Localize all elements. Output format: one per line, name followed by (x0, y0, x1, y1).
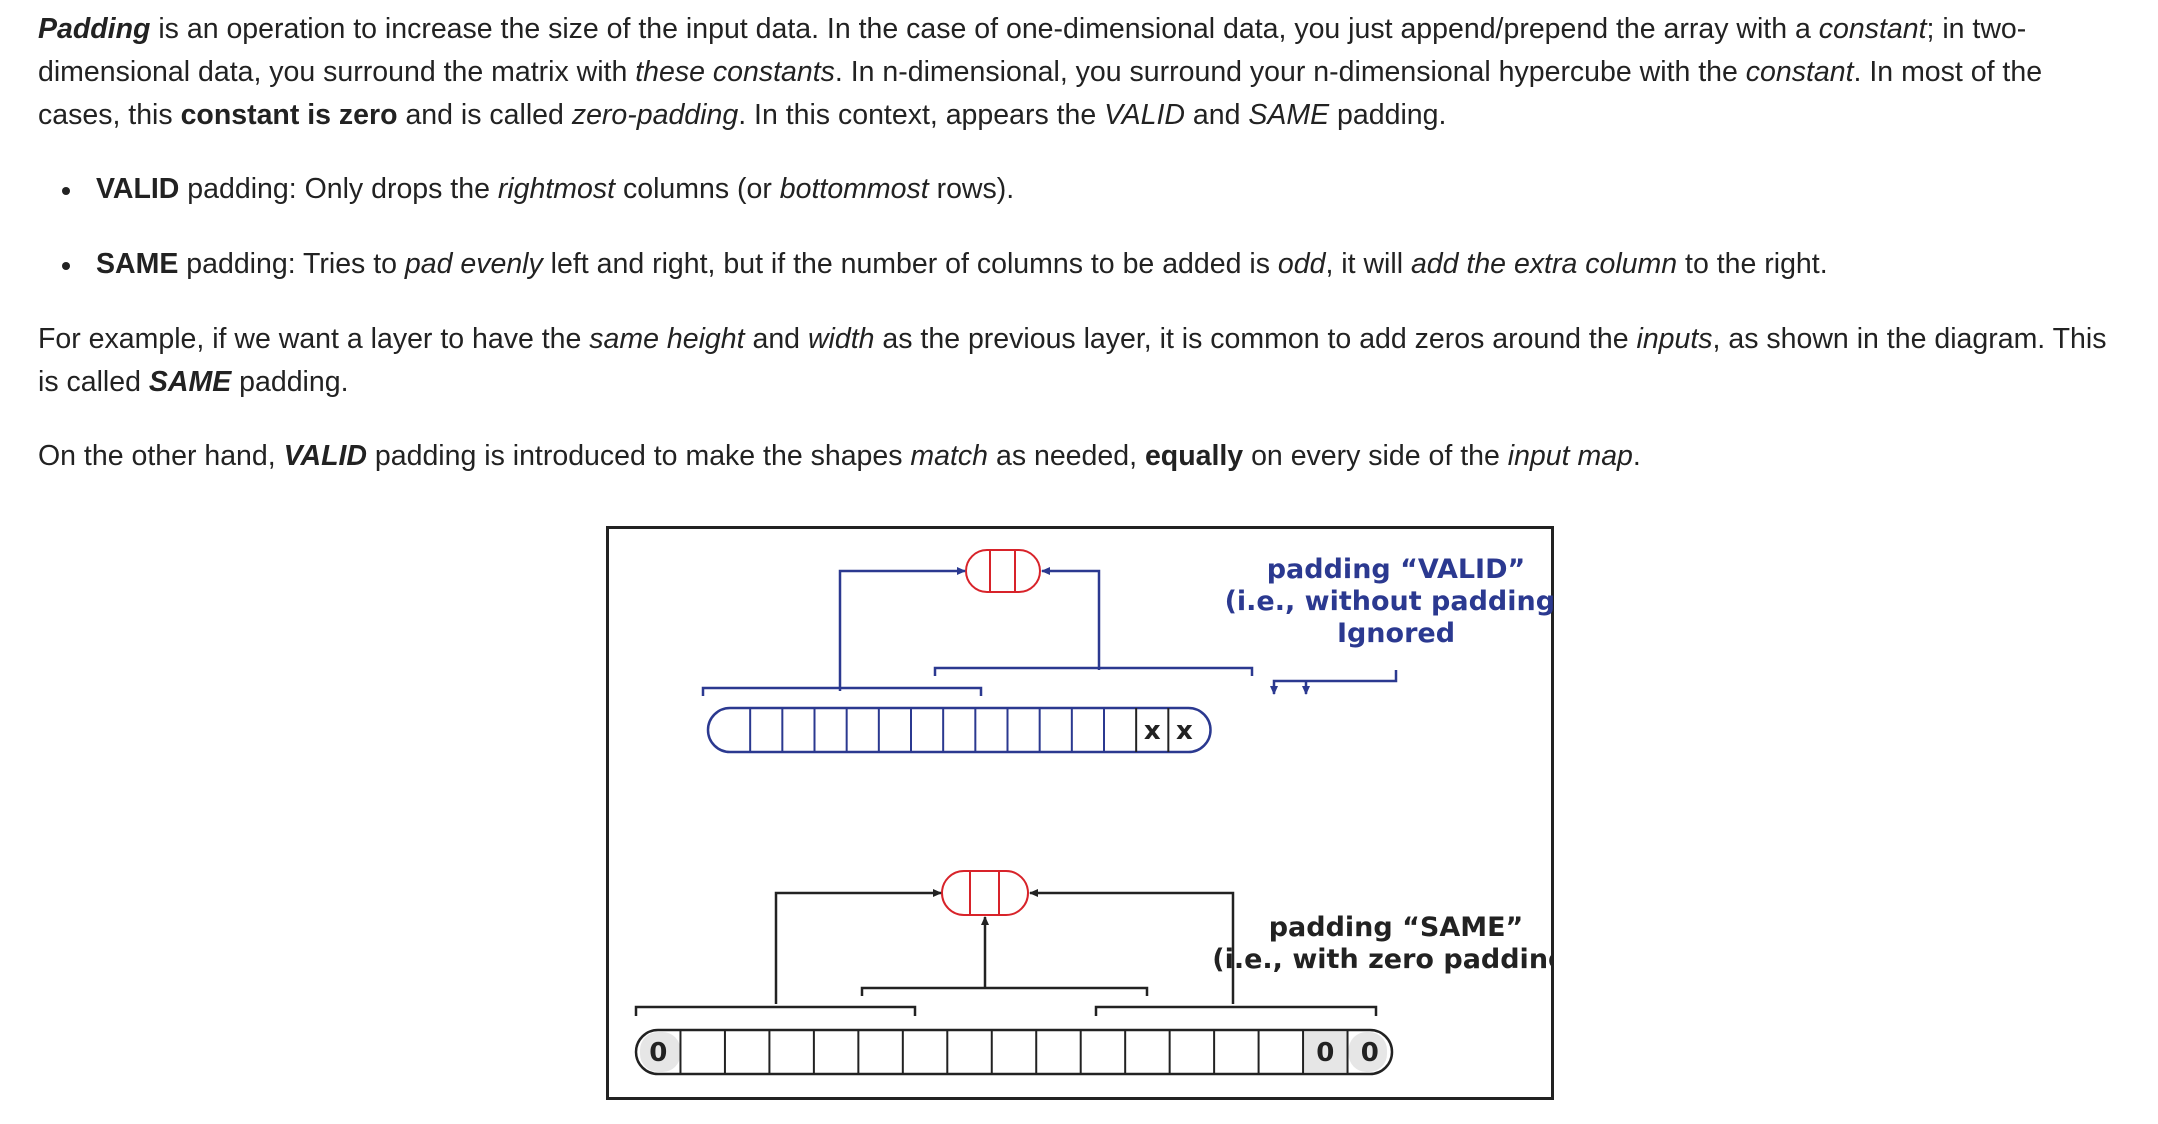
ignored-pointer-arrow (1270, 670, 1398, 695)
text-span: left and right, but if the number of col… (542, 248, 1278, 280)
list-item-valid: VALID padding: Only drops the rightmost … (38, 168, 2118, 211)
same-label-line2: (i.e., with zero padding) (1212, 944, 1554, 975)
ignored-cell-x: x (1176, 716, 1193, 746)
text-span: , it will (1325, 248, 1411, 280)
zero-cell-fill (1348, 1032, 1387, 1072)
ignored-label: Ignored (1337, 618, 1455, 649)
text-span: as needed, (988, 440, 1145, 472)
valid-label-line2: (i.e., without padding) (1225, 586, 1554, 617)
text-span: and (744, 323, 808, 355)
term-padding: Padding (38, 13, 151, 45)
ignored-cell-x: x (1144, 716, 1161, 746)
text-span: On the other hand, (38, 440, 284, 472)
text-span: VALID (96, 173, 180, 205)
list-item-same: SAME padding: Tries to pad evenly left a… (38, 243, 2118, 286)
same-receptive-bracket-3 (1094, 1005, 1378, 1016)
text-span: , as shown in the diagram. This is calle… (38, 323, 2107, 398)
text-span: padding: Tries to (178, 248, 405, 280)
text-span: padding. (231, 366, 349, 398)
text-span: columns (or (615, 173, 780, 205)
text-span: odd (1277, 248, 1326, 280)
diagram-frame (606, 526, 1554, 1100)
same-arrow-left (774, 889, 942, 1004)
same-filter-kernel (941, 870, 1029, 916)
paragraph-padding-definition: Padding is an operation to increase the … (38, 8, 2118, 137)
text-span: padding. (1329, 99, 1447, 131)
text-span: . In most of the cases, this (38, 56, 2043, 131)
article-body: Padding is an operation to increase the … (38, 8, 2118, 478)
paragraph-valid-explanation: On the other hand, VALID padding is intr… (38, 435, 2118, 478)
valid-arrow-right (1041, 567, 1101, 670)
same-label-line1: padding “SAME” (1269, 912, 1524, 943)
text-span: constant is zero (180, 99, 398, 131)
text-span: and is called (397, 99, 572, 131)
text-span: is an operation to increase the size of … (150, 13, 1819, 45)
text-span: same height (589, 323, 745, 355)
paragraph-same-example: For example, if we want a layer to have … (38, 318, 2118, 404)
zero-cell-label: 0 (1361, 1038, 1379, 1068)
valid-arrow-left (838, 567, 966, 691)
text-span: ; in two-dimensional data, you surround … (38, 13, 2027, 88)
valid-row-outline (706, 706, 1212, 754)
same-row-outline (634, 1028, 1394, 1076)
valid-filter-kernel (965, 549, 1041, 593)
text-span: bottommost (779, 173, 929, 205)
text-span: padding: Only drops the (179, 173, 498, 205)
text-span: SAME (148, 366, 232, 398)
text-span: pad evenly (404, 248, 543, 280)
text-span: these constants (635, 56, 835, 88)
valid-receptive-bracket-2 (933, 666, 1254, 676)
text-span: rows). (928, 173, 1015, 205)
text-span: match (910, 440, 989, 472)
same-arrow-right (1029, 889, 1235, 1004)
text-span: constant (1745, 56, 1854, 88)
text-span: inputs (1636, 323, 1713, 355)
text-span: . In this context, appears the (738, 99, 1105, 131)
text-span: SAME (96, 248, 179, 280)
same-receptive-bracket-2 (860, 986, 1149, 996)
text-span: on every side of the (1243, 440, 1508, 472)
text-span: rightmost (497, 173, 616, 205)
valid-receptive-bracket-1 (701, 686, 983, 696)
zero-cell-fill (640, 1032, 681, 1072)
same-receptive-bracket-1 (634, 1005, 917, 1016)
padding-types-list: VALID padding: Only drops the rightmost … (38, 168, 2118, 286)
text-span: padding is introduced to make the shapes (366, 440, 911, 472)
text-span: and (1184, 99, 1249, 131)
text-span: width (807, 323, 875, 355)
text-span: constant (1818, 13, 1927, 45)
text-span: as the previous layer, it is common to a… (874, 323, 1637, 355)
text-span: equally (1144, 440, 1244, 472)
text-span: zero-padding (571, 99, 739, 131)
zero-cell-label: 0 (1316, 1038, 1334, 1068)
text-span: . In n-dimensional, you surround your n-… (834, 56, 1746, 88)
text-span: VALID (1104, 99, 1185, 131)
text-span: to the right. (1677, 248, 1828, 280)
valid-label-line1: padding “VALID” (1267, 554, 1526, 585)
text-span: VALID (283, 440, 367, 472)
text-span: SAME (1248, 99, 1330, 131)
text-span: add the extra column (1410, 248, 1678, 280)
text-span: For example, if we want a layer to have … (38, 323, 590, 355)
text-span: . (1632, 440, 1641, 472)
zero-cell-label: 0 (649, 1038, 667, 1068)
zero-cell-fill (1304, 1032, 1347, 1072)
text-span: input map (1507, 440, 1633, 472)
